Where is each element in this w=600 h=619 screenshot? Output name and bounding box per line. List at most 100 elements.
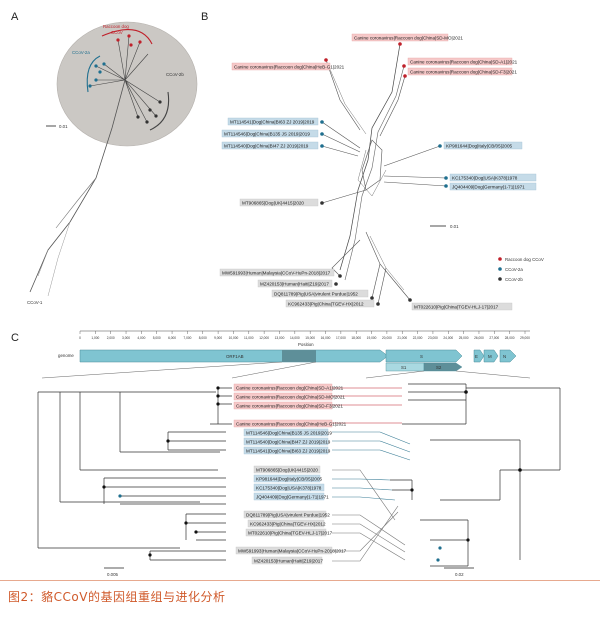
panel-b-tip-label: MW591993|Human|Malaysia|CCoV-HuPn-2018|2… (222, 271, 331, 276)
axis-tick-label: 10,000 (229, 336, 239, 340)
s-label: S (420, 354, 423, 359)
panel-b-tip-label: MT906865|Dog|UK|4415|2020 (242, 201, 304, 206)
panel-c-tip-label: MT114546|Dog|China|B135 JS 2019|2019 (246, 431, 332, 436)
legend-raccoon: Raccoon dog CCoV (505, 257, 544, 262)
axis-title: Position (298, 342, 314, 347)
axis-tick-label: 26,000 (474, 336, 484, 340)
s2-label: S2 (436, 365, 442, 370)
clade-label-ccov2a: CCoV-2a (72, 50, 90, 55)
m-gene (483, 349, 499, 363)
panel-c-tip-label: DQ811789|Pig|USA|virulent Purdue|1952 (246, 513, 330, 518)
panel-c-letter: C (11, 332, 19, 344)
panel-b-legend: Raccoon dog CCoV CCoV-2a CCoV-2b (498, 257, 544, 282)
s-gene (385, 349, 463, 363)
left-scale-label: 0.005 (107, 572, 119, 577)
axis-tick-label: 5,000 (153, 336, 161, 340)
panel-b-tip-label: Canine coronavirus|Raccoon dog|China|SD-… (410, 70, 517, 75)
panel-c-tip-label: KC175340|Dog|USA|K378|1978 (256, 486, 322, 491)
recomb-region-1 (282, 350, 316, 362)
clade-label-ccov2b: CCoV-2b (166, 72, 184, 77)
s2-domain (423, 362, 463, 372)
axis-tick-label: 20,000 (382, 336, 392, 340)
position-axis: 0 1,000 2,000 3,000 4,000 5,000 6,000 7,000 8,00… (79, 331, 530, 340)
axis-tick-label: 16,000 (321, 336, 331, 340)
axis-tick-label: 25,000 (459, 336, 469, 340)
panel-c-tip-label: MT114541|Dog|China|BI63 ZJ 2019|2019 (246, 449, 331, 454)
panel-a-scale-label: 0.01 (59, 124, 68, 129)
axis-tick-label: 22,000 (413, 336, 423, 340)
axis-tick-label: 19,000 (367, 336, 377, 340)
axis-tick-label: 14,000 (290, 336, 300, 340)
axis-tick-label: 24,000 (443, 336, 453, 340)
e-label: E (475, 354, 478, 359)
panel-c-genome-map: 0 1,000 2,000 3,000 4,000 5,000 6,000 7,000 8,00… (41, 330, 530, 379)
panel-b-tip-label: MT114546|Dog|China|B135 JS 2019|2019 (224, 132, 310, 137)
axis-tick-label: 28,000 (505, 336, 515, 340)
panel-b-tip-label: MT114540|Dog|China|BI47 ZJ 2019|2019 (224, 144, 309, 149)
panel-b-tip-label: MT022610|Pig|China|TGEV-HLJ-17|2017 (414, 305, 499, 310)
axis-tick-label: 27,000 (489, 336, 499, 340)
panel-b-tip-label: KC962433|Pig|China|TGEV-HX|2012 (288, 302, 364, 307)
panel-a-letter: A (11, 11, 19, 23)
axis-tick-label: 21,000 (397, 336, 407, 340)
panel-c-tip-label: MT114540|Dog|China|BI47 ZJ 2019|2019 (246, 440, 331, 445)
panel-b-tip-label: Canine coronavirus|Raccoon dog|China|HeB… (234, 65, 345, 70)
axis-tick-label: 1,000 (91, 336, 99, 340)
axis-tick-label: 18,000 (351, 336, 361, 340)
panel-b-tip-label: MZ420153|Human|Haiti|Z19|2017 (260, 282, 329, 287)
legend-ccov2b: CCoV-2b (505, 277, 523, 282)
clade-label-ccov1: CCoV-1 (27, 300, 43, 305)
n-gene (499, 349, 517, 363)
panel-b-tip-label: Canine coronavirus|Raccoon dog|China|SD-… (354, 36, 463, 41)
axis-tick-label: 29,000 (520, 336, 530, 340)
panel-b-tip-label: DQ811789|Pig|USA|virulent Purdue|1952 (274, 292, 358, 297)
axis-tick-label: 0 (79, 336, 81, 340)
panel-b-tip-label: Canine coronavirus|Raccoon dog|China|SD-… (410, 60, 518, 65)
axis-tick-label: 17,000 (336, 336, 346, 340)
panel-b-tip-label: MT114541|Dog|China|BI63 ZJ 2019|2019 (230, 120, 315, 125)
panel-c-tip-label: Canine coronavirus|Raccoon dog|China|SD-… (236, 404, 343, 409)
axis-tick-label: 11,000 (244, 336, 254, 340)
s1-label: S1 (401, 365, 407, 370)
panel-c-tip-label: JQ404409|Dog|Germany|1-71|1971 (256, 495, 329, 500)
panel-c-tanglegram: Canine coronavirus|Raccoon dog|China|SD-… (37, 383, 561, 577)
n-label: N (503, 354, 506, 359)
panel-b-tip-label: JQ404409|Dog|Germany|1-71|1971 (452, 185, 525, 190)
axis-tick-label: 3,000 (122, 336, 130, 340)
axis-tick-label: 2,000 (107, 336, 115, 340)
e-gene (473, 349, 485, 363)
panel-c-tip-label: KP981644|Dog|Italy|CB/05|2005 (256, 477, 323, 482)
panel-c-tip-label: MT906865|Dog|UK|4415|2020 (256, 468, 318, 473)
axis-tick-label: 12,000 (259, 336, 269, 340)
panel-c-tip-label: Canine coronavirus|Raccoon dog|China|HeB… (236, 422, 347, 427)
genome-label: genome (58, 353, 74, 358)
axis-tick-label: 23,000 (428, 336, 438, 340)
legend-ccov2a: CCoV-2a (505, 267, 523, 272)
panel-b-network: Canine coronavirus|Raccoon dog|China|SD-… (219, 33, 544, 311)
panel-c-tip-label: MT022610|Pig|China|TGEV-HLJ-17|2017 (248, 531, 333, 536)
panel-c-tip-label: MW591993|Human|Malaysia|CCoV-HuPn-2018|2… (238, 549, 347, 554)
m-label: M (488, 354, 492, 359)
axis-tick-label: 15,000 (305, 336, 315, 340)
axis-tick-label: 7,000 (183, 336, 191, 340)
orf1ab-label: ORF1AB (226, 354, 244, 359)
panel-b-tip-label: KC175340|Dog|USA|K378|1978 (452, 176, 518, 181)
axis-tick-label: 13,000 (275, 336, 285, 340)
panel-b-letter: B (201, 11, 208, 23)
figure-caption: 图2：貉CCoV的基因组重组与进化分析 (8, 590, 226, 604)
figure-caption-bar: 图2：貉CCoV的基因组重组与进化分析 (0, 580, 600, 611)
axis-tick-label: 4,000 (137, 336, 145, 340)
panel-c-tip-label: Canine coronavirus|Raccoon dog|China|SD-… (236, 395, 345, 400)
panel-b-tip-label: KP981644|Dog|Italy|CB/05|2005 (446, 144, 513, 149)
axis-tick-label: 8,000 (199, 336, 207, 340)
panel-c-tip-label: Canine coronavirus|Raccoon dog|China|SD-… (236, 386, 344, 391)
axis-tick-label: 6,000 (168, 336, 176, 340)
panel-c-tip-label: MZ420153|Human|Haiti|Z19|2017 (254, 559, 323, 564)
right-scale-label: 0.02 (455, 572, 464, 577)
panel-c-tip-label: KC962433|Pig|China|TGEV-HX|2012 (250, 522, 326, 527)
axis-tick-label: 9,000 (214, 336, 222, 340)
panel-b-scale-label: 0.01 (450, 224, 459, 229)
